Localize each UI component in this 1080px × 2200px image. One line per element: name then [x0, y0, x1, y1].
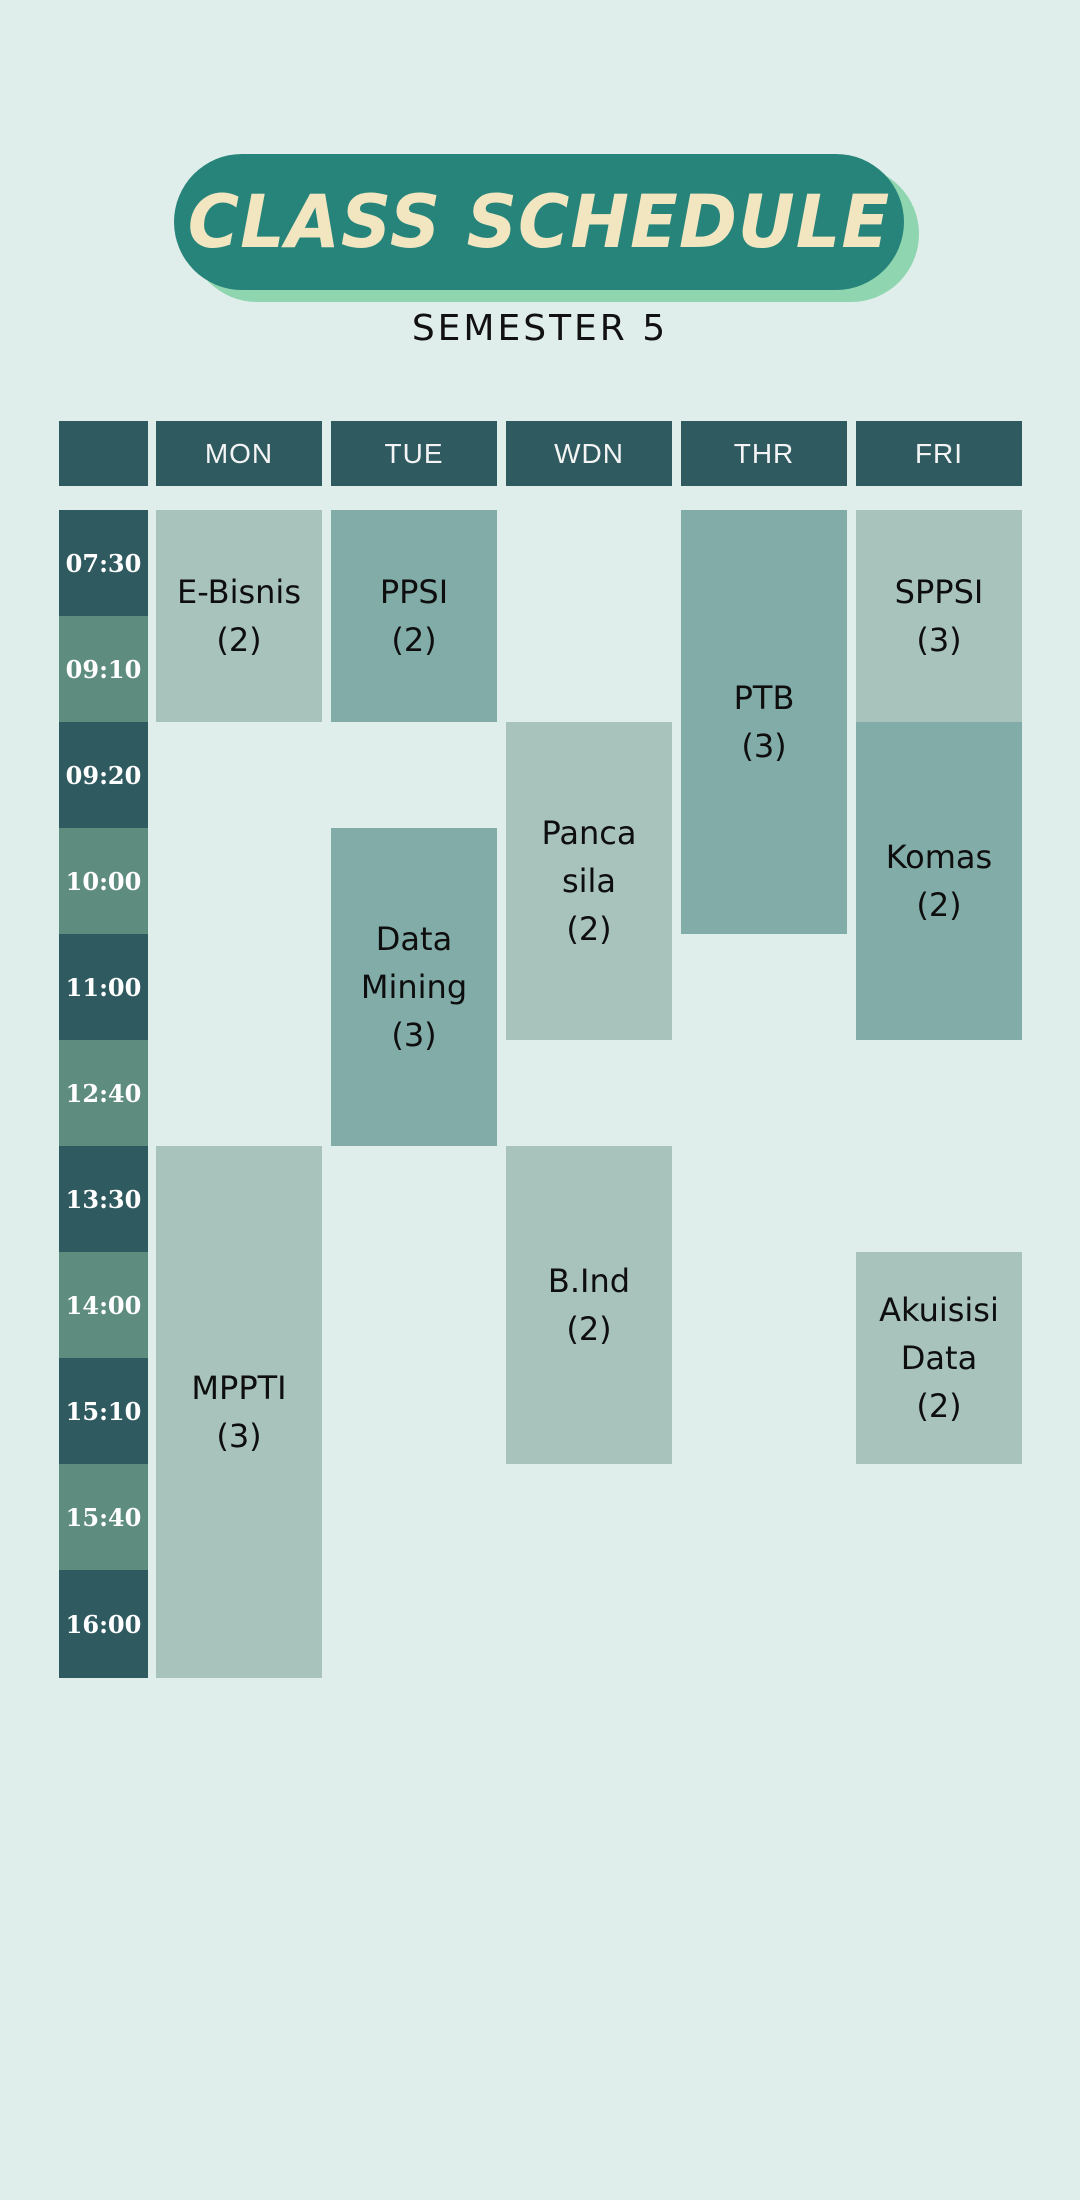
time-slot: 13:30 [59, 1146, 148, 1252]
class-block-tue-datamining: Data Mining (3) [331, 828, 497, 1146]
day-header-wdn: WDN [506, 421, 672, 486]
time-slot: 09:20 [59, 722, 148, 828]
time-slot: 09:10 [59, 616, 148, 722]
time-slot: 11:00 [59, 934, 148, 1040]
title-pill: CLASS SCHEDULE [174, 154, 904, 290]
class-block-tue-ppsi: PPSI (2) [331, 510, 497, 722]
time-slot: 07:30 [59, 510, 148, 616]
class-block-fri-komas: Komas (2) [856, 722, 1022, 1040]
day-header-thr: THR [681, 421, 847, 486]
day-header-tue: TUE [331, 421, 497, 486]
time-slot: 16:00 [59, 1570, 148, 1678]
class-block-mon-mppti: MPPTI (3) [156, 1146, 322, 1678]
time-slot: 10:00 [59, 828, 148, 934]
time-slot: 14:00 [59, 1252, 148, 1358]
class-block-thr-ptb: PTB (3) [681, 510, 847, 934]
day-header-mon: MON [156, 421, 322, 486]
class-block-fri-akuisisi: Akuisisi Data (2) [856, 1252, 1022, 1464]
time-slot: 15:10 [59, 1358, 148, 1464]
class-block-wdn-pancasila: Panca sila (2) [506, 722, 672, 1040]
day-header-fri: FRI [856, 421, 1022, 486]
page-title: CLASS SCHEDULE [187, 178, 891, 266]
class-block-mon-ebisnis: E-Bisnis (2) [156, 510, 322, 722]
time-slot: 12:40 [59, 1040, 148, 1146]
page-subtitle: SEMESTER 5 [411, 308, 669, 349]
class-block-wdn-bind: B.Ind (2) [506, 1146, 672, 1464]
corner-header-cell [59, 421, 148, 486]
title-banner: CLASS SCHEDULE [174, 154, 919, 304]
time-slot: 15:40 [59, 1464, 148, 1570]
class-block-fri-sppsi: SPPSI (3) [856, 510, 1022, 722]
